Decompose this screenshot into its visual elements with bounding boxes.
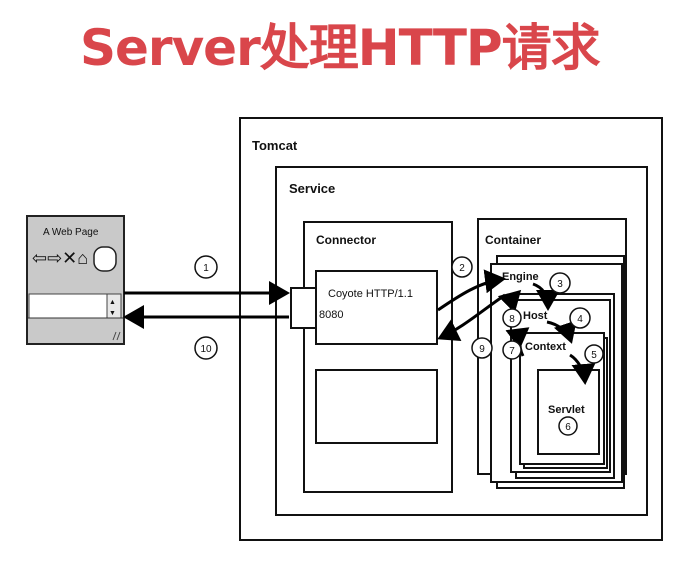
context-to-host-arrow	[505, 327, 530, 357]
host-label: Host	[523, 310, 548, 322]
tomcat-box	[239, 117, 663, 541]
step-2: 2	[459, 263, 465, 274]
tomcat-label: Tomcat	[252, 138, 298, 153]
port-label: 8080	[319, 309, 343, 321]
scroll-down-icon: ▼	[109, 310, 116, 317]
servlet-box	[537, 369, 600, 455]
step-markers: 1 2 3 4 5 6 7 8 9 10	[194, 255, 604, 436]
engine-to-host-arrow	[532, 282, 560, 311]
page-title: Server处理HTTP请求	[80, 19, 601, 77]
coyote-box	[315, 270, 438, 345]
coyote-label: Coyote HTTP/1.1	[328, 288, 413, 300]
host-to-context-arrow	[546, 320, 577, 344]
resize-grip-icon	[112, 331, 117, 341]
connector-port	[290, 287, 317, 329]
scroll-up-icon: ▲	[109, 299, 116, 306]
web-page-caption: A Web Page	[43, 227, 99, 238]
step-6: 6	[565, 422, 571, 433]
context-to-servlet-arrow	[569, 353, 596, 385]
service-box	[275, 166, 648, 516]
servlet-label: Servlet	[548, 404, 585, 416]
step-8: 8	[509, 314, 515, 325]
context-label: Context	[525, 341, 566, 353]
step-3: 3	[557, 279, 563, 290]
step-4: 4	[577, 314, 583, 325]
container-label: Container	[485, 233, 541, 247]
browser-home-icon	[93, 246, 117, 272]
step-9: 9	[479, 344, 485, 355]
connector-label: Connector	[316, 233, 376, 247]
step-7: 7	[509, 346, 515, 357]
step-10: 10	[200, 344, 212, 355]
connector-box	[303, 221, 453, 493]
connector-inner-box	[315, 369, 438, 444]
service-label: Service	[289, 181, 335, 196]
engine-label: Engine	[502, 271, 539, 283]
step-1: 1	[203, 263, 209, 274]
browser-nav-icons: ⇦⇨✕⌂	[32, 248, 88, 268]
connector-to-engine-arrow	[437, 269, 506, 312]
web-browser-window: A Web Page ⇦⇨✕⌂ ▲ ▼	[26, 215, 125, 345]
step-5: 5	[591, 350, 597, 361]
